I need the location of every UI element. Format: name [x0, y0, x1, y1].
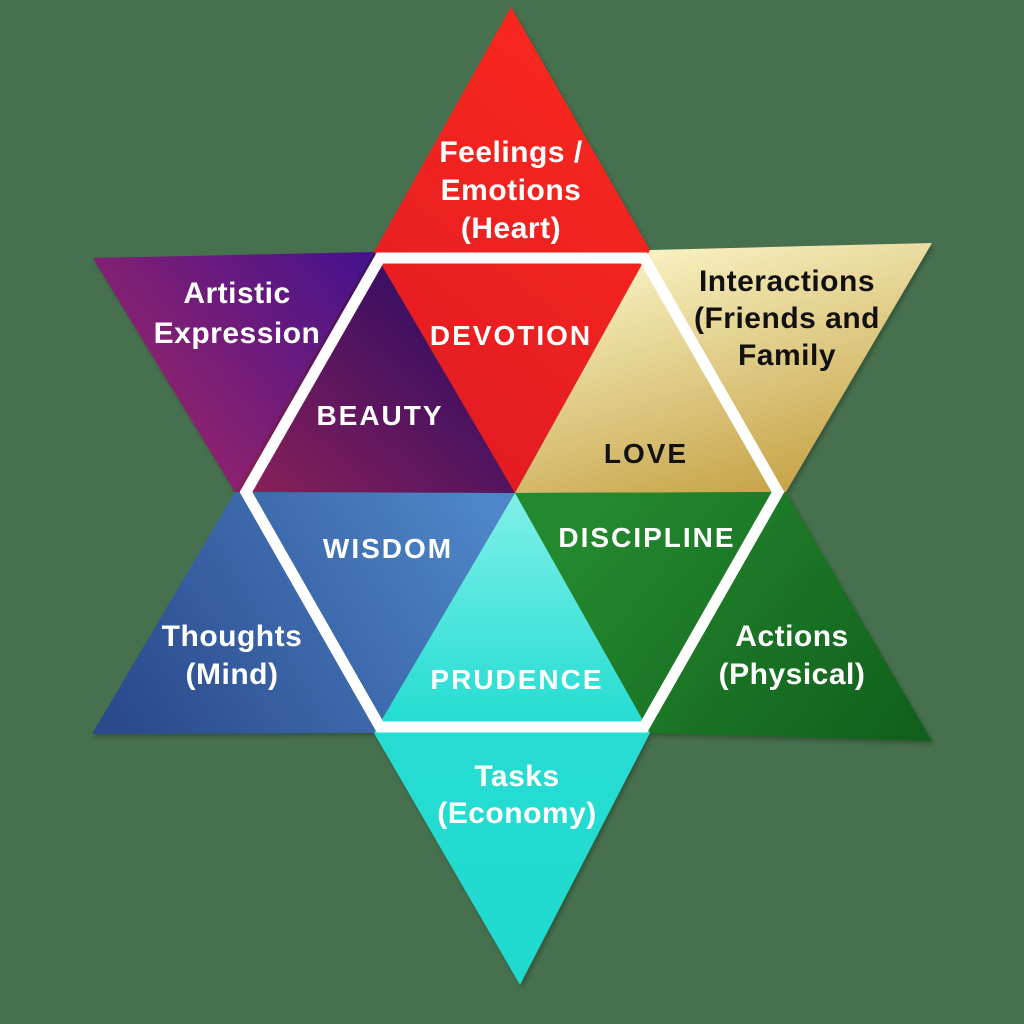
label-discipline: DISCIPLINE: [558, 522, 735, 553]
triangle-tasks-prudence: [374, 493, 650, 985]
triangle-artistic-expression: [93, 252, 374, 492]
green-grain-texture: [515, 492, 932, 741]
label-thoughts-line2: (Mind): [186, 658, 279, 691]
label-interactions-line2: (Friends and: [694, 302, 880, 335]
label-tasks-line1: Tasks: [474, 760, 559, 793]
label-artistic-line2: Expression: [154, 317, 321, 350]
label-interactions-line1: Interactions: [699, 265, 875, 298]
label-wisdom: WISDOM: [323, 533, 453, 564]
label-devotion: DEVOTION: [430, 320, 592, 351]
triangle-interactions-love: [515, 243, 932, 493]
label-actions-line2: (Physical): [719, 658, 866, 691]
label-prudence: PRUDENCE: [430, 664, 603, 695]
label-feelings-line1: Feelings /: [439, 136, 583, 169]
label-feelings-line2: Emotions: [441, 174, 582, 207]
triangle-thoughts-wisdom: [92, 492, 515, 734]
hexagram-star: Feelings / Emotions (Heart) Artistic Exp…: [92, 7, 932, 985]
label-interactions-line3: Family: [738, 339, 836, 372]
triangle-feelings-devotion: [374, 7, 650, 493]
label-actions-line1: Actions: [735, 620, 849, 653]
triangle-beauty: [235, 252, 515, 493]
label-love: LOVE: [604, 438, 688, 469]
hexagon-outline: [239, 252, 785, 733]
label-tasks-line2: (Economy): [437, 797, 597, 830]
label-thoughts-line1: Thoughts: [162, 620, 303, 653]
label-artistic-line1: Artistic: [183, 277, 290, 310]
label-feelings-line3: (Heart): [461, 212, 561, 245]
label-beauty: BEAUTY: [316, 400, 443, 431]
